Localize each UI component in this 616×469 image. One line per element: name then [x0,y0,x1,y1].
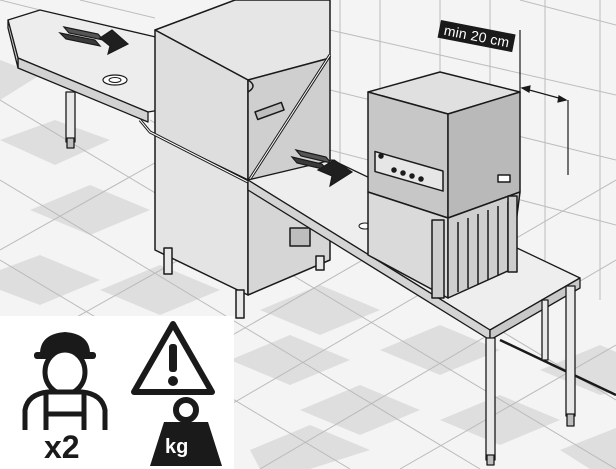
worker-count: x2 [44,429,80,465]
inlet-table [7,9,161,149]
booster-unit [367,71,521,299]
hood-dishwasher [138,0,332,319]
weight-icon [150,397,222,466]
worker-icon [22,332,108,430]
basket-arrow-left [58,26,130,56]
weight-unit-label: kg [165,436,189,458]
warning-icon [131,321,215,395]
basket-arrow-right [290,149,354,188]
drain-icon [102,74,128,86]
floor-tiles [0,60,616,469]
floor-shadow-line [499,338,616,397]
clearance-dimension [519,30,569,175]
handling-icons-panel: x2 kg [0,316,234,469]
